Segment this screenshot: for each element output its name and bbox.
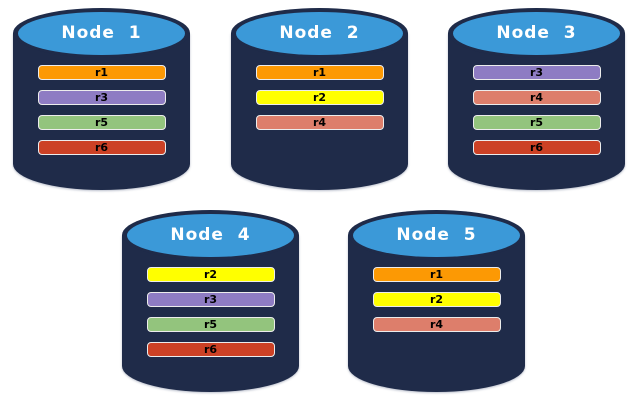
replica-bar-r6: r6: [37, 140, 166, 155]
cylinder-body: [448, 33, 625, 190]
replica-list: r1 r2 r4: [348, 267, 525, 332]
replica-bar-r4: r4: [255, 115, 384, 130]
replica-bar-r3: r3: [37, 90, 166, 105]
replica-bar-r2: r2: [255, 90, 384, 105]
node-title: Node 2: [279, 23, 360, 43]
replica-list: r3 r4 r5 r6: [448, 65, 625, 155]
replica-bar-r4: r4: [472, 90, 601, 105]
cylinder-top-ellipse: [127, 214, 294, 257]
replica-bar-r6: r6: [146, 342, 275, 357]
replica-bar-r4: r4: [372, 317, 501, 332]
cylinder-top-ellipse: [453, 12, 620, 55]
replica-bar-r2: r2: [146, 267, 275, 282]
cylinder-body: [122, 235, 299, 392]
node-title: Node 3: [496, 23, 577, 43]
cylinder-body: [13, 33, 190, 190]
node-title: Node 4: [170, 225, 251, 245]
replica-list: r2 r3 r5 r6: [122, 267, 299, 357]
cylinder-top-ellipse: [236, 12, 403, 55]
node-title: Node 1: [61, 23, 142, 43]
replica-bar-r2: r2: [372, 292, 501, 307]
replica-bar-r6: r6: [472, 140, 601, 155]
cylinder-top-ellipse: [18, 12, 185, 55]
replica-bar-r5: r5: [37, 115, 166, 130]
cylinder-body: [348, 235, 525, 392]
replica-bar-r1: r1: [255, 65, 384, 80]
db-node: Node 2 r1 r2 r4: [231, 8, 408, 190]
replica-bar-r3: r3: [472, 65, 601, 80]
db-node: Node 4 r2 r3 r5 r6: [122, 210, 299, 392]
cylinder-body: [231, 33, 408, 190]
cylinder-top-ellipse: [353, 214, 520, 257]
replica-bar-r3: r3: [146, 292, 275, 307]
replica-bar-r1: r1: [372, 267, 501, 282]
replica-bar-r1: r1: [37, 65, 166, 80]
replica-bar-r5: r5: [472, 115, 601, 130]
replica-list: r1 r3 r5 r6: [13, 65, 190, 155]
replica-bar-r5: r5: [146, 317, 275, 332]
db-node: Node 3 r3 r4 r5 r6: [448, 8, 625, 190]
db-node: Node 5 r1 r2 r4: [348, 210, 525, 392]
node-title: Node 5: [396, 225, 477, 245]
replica-list: r1 r2 r4: [231, 65, 408, 130]
db-node: Node 1 r1 r3 r5 r6: [13, 8, 190, 190]
